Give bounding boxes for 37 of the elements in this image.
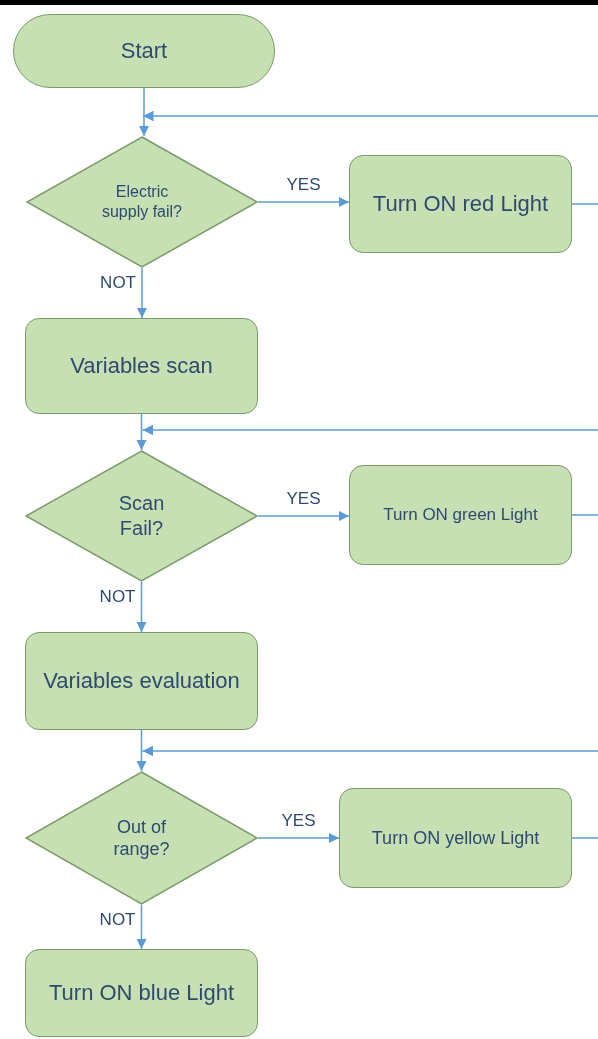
arrow xyxy=(138,87,150,137)
decision-diamond xyxy=(25,771,258,905)
arrow xyxy=(136,413,147,451)
arrow xyxy=(142,110,598,122)
arrow xyxy=(141,745,598,757)
node-text: Electric supply fail? xyxy=(100,182,183,222)
process-box xyxy=(349,155,572,253)
arrow xyxy=(136,581,147,633)
process-box xyxy=(339,788,572,888)
process-box xyxy=(25,949,258,1037)
node-text: Variables evaluation xyxy=(43,667,240,695)
node-text: Out of range? xyxy=(112,815,171,861)
edge-label: NOT xyxy=(97,588,138,605)
arrow xyxy=(257,832,340,844)
decision-diamond xyxy=(26,136,258,268)
edge-label: YES xyxy=(284,490,323,507)
arrow xyxy=(136,904,147,950)
process-box xyxy=(25,632,258,730)
edge-label: YES xyxy=(279,812,318,829)
node-text: Turn ON red Light xyxy=(372,190,549,218)
decision-diamond xyxy=(25,450,258,582)
node-text: Start xyxy=(120,37,168,65)
arrow xyxy=(136,267,148,319)
node-text: Turn ON green Light xyxy=(383,504,538,526)
node-text: Variables scan xyxy=(70,352,213,380)
process-box xyxy=(25,318,258,414)
node-text: Turn ON yellow Light xyxy=(371,826,540,850)
edge-label: NOT xyxy=(98,274,138,291)
edge-label: NOT xyxy=(97,911,138,928)
node-text: Turn ON blue Light xyxy=(48,979,235,1007)
edge-label: YES xyxy=(284,176,323,193)
node-text: Scan Fail? xyxy=(117,491,166,541)
arrow xyxy=(257,196,350,208)
arrow xyxy=(257,510,350,522)
arrow xyxy=(141,424,598,436)
arrow xyxy=(136,729,147,772)
process-box xyxy=(349,465,572,565)
